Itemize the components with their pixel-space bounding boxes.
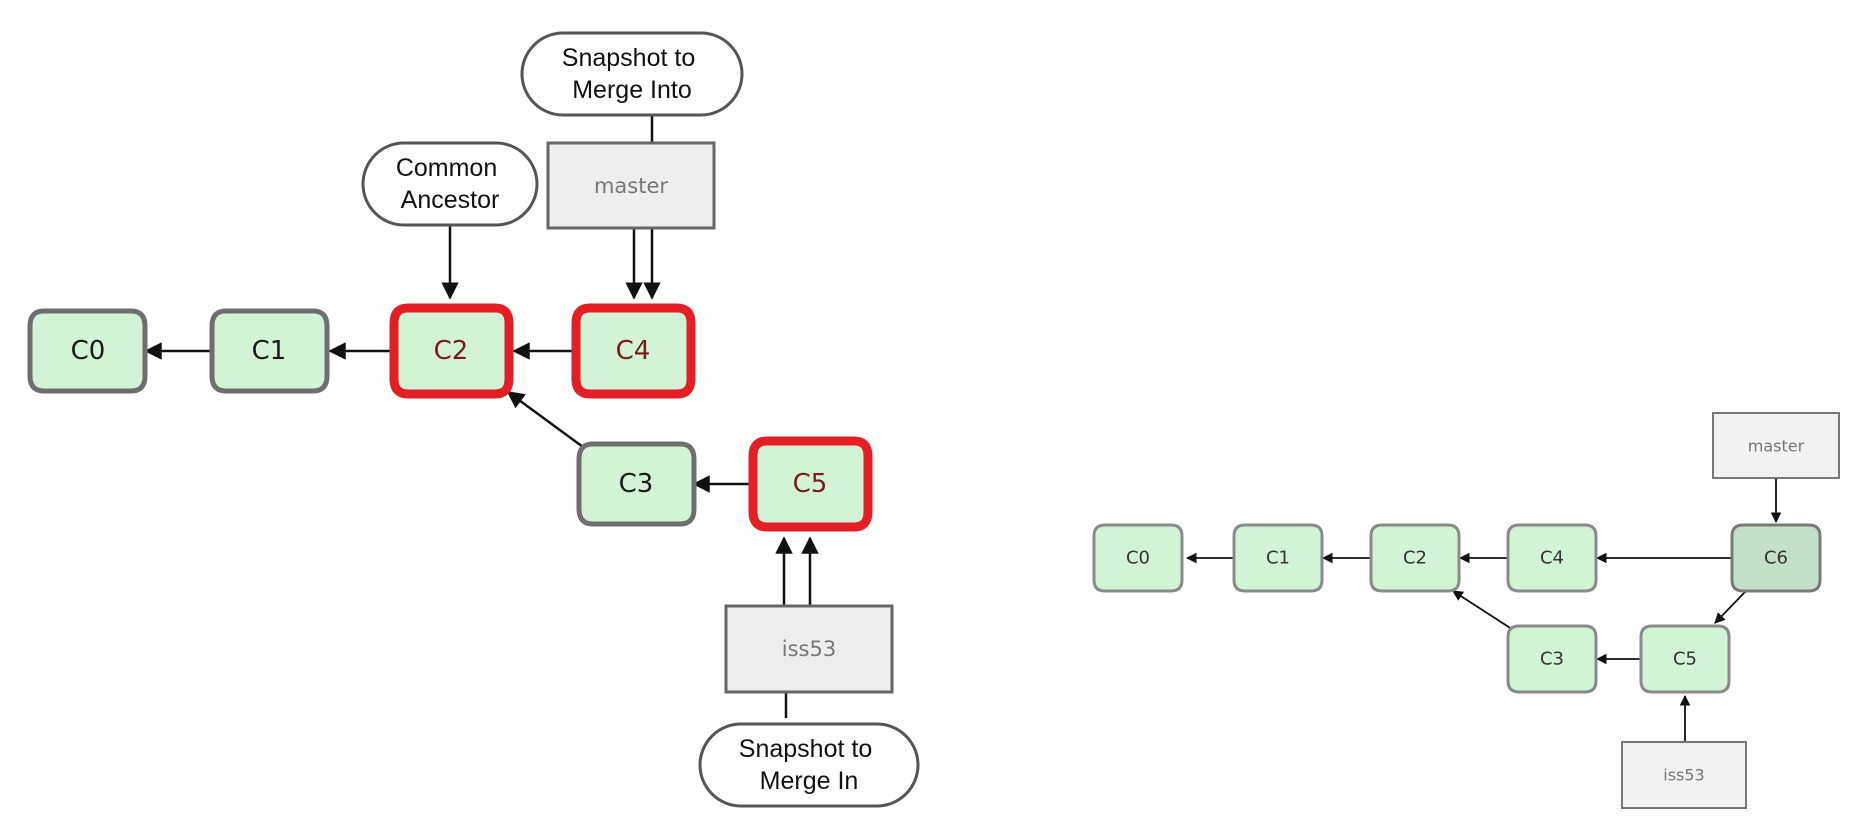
merge-into-callout-line-2: Merge Into — [572, 76, 692, 104]
left-commit-c4: C4 — [571, 303, 696, 399]
merge-into-callout-line-1: Snapshot to — [562, 44, 695, 72]
right-diagram: master iss53 C0 C1 C2 C4 C6 C3 — [1092, 412, 1840, 809]
merge-into-callout: Snapshot to Merge Into — [520, 31, 744, 117]
common-ancestor-callout: Common Ancestor — [361, 141, 539, 227]
left-commit-c3-label: C3 — [619, 469, 654, 499]
right-commit-c4-label: C4 — [1540, 548, 1564, 569]
right-commit-c5-label: C5 — [1673, 649, 1697, 670]
right-branch-iss53-label: iss53 — [1663, 766, 1704, 785]
left-branch-iss53-label: iss53 — [782, 637, 836, 661]
common-ancestor-callout-line-1: Common — [396, 154, 497, 182]
merge-in-callout-line-2: Merge In — [760, 767, 859, 795]
right-branch-master: master — [1712, 412, 1840, 479]
right-commit-c5: C5 — [1639, 624, 1731, 694]
left-branch-iss53: iss53 — [724, 604, 894, 694]
right-commit-c3-label: C3 — [1540, 649, 1564, 670]
left-commit-c5: C5 — [748, 436, 873, 532]
left-branch-master-label: master — [594, 174, 668, 198]
left-commit-c1-label: C1 — [252, 336, 287, 366]
left-commit-c2-label: C2 — [434, 336, 469, 366]
svg-text:Snapshot to Merge Into: Snapshot to Merge Into — [562, 44, 702, 104]
right-branch-iss53: iss53 — [1621, 741, 1747, 809]
right-commit-c3: C3 — [1506, 624, 1598, 694]
merge-in-callout-line-1: Snapshot to — [739, 735, 872, 763]
left-commit-c5-label: C5 — [793, 469, 828, 499]
left-commit-c2: C2 — [389, 303, 514, 399]
left-commit-c0-label: C0 — [71, 336, 106, 366]
r-c6-to-c5-arrow — [1714, 591, 1746, 624]
left-commit-c3: C3 — [576, 441, 697, 527]
c3-to-c2-arrow — [506, 390, 584, 449]
svg-text:Common Ancestor: Common Ancestor — [396, 154, 504, 214]
left-connectors — [144, 115, 819, 718]
right-connectors — [1185, 478, 1782, 742]
right-commit-c0-label: C0 — [1126, 548, 1150, 569]
right-commit-c1-label: C1 — [1266, 548, 1290, 569]
r-c3-to-c2-arrow — [1452, 590, 1519, 634]
merge-in-callout: Snapshot to Merge In — [698, 722, 920, 808]
right-commit-c4: C4 — [1506, 523, 1598, 593]
right-branch-master-label: master — [1748, 437, 1805, 456]
right-commit-c6-label: C6 — [1764, 548, 1788, 569]
left-branch-master: master — [546, 141, 716, 230]
left-commit-c1: C1 — [209, 308, 330, 394]
right-commit-c2-label: C2 — [1403, 548, 1427, 569]
common-ancestor-callout-line-2: Ancestor — [401, 186, 500, 214]
right-commit-c0: C0 — [1092, 523, 1184, 593]
left-diagram: Snapshot to Merge Into Common Ancestor S… — [27, 31, 920, 808]
svg-text:Snapshot to Merge In: Snapshot to Merge In — [739, 735, 879, 795]
right-commit-c1: C1 — [1232, 523, 1324, 593]
left-commit-c0: C0 — [27, 308, 148, 394]
left-commit-c4-label: C4 — [616, 336, 651, 366]
right-commit-c2: C2 — [1369, 523, 1461, 593]
right-commit-c6: C6 — [1730, 523, 1822, 593]
